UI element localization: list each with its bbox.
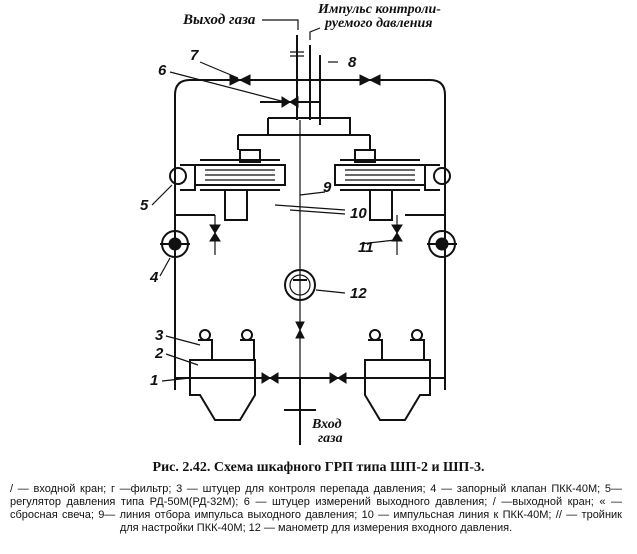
left-outlet-riser xyxy=(174,79,191,150)
label-impulse-1: Импульс контроли- xyxy=(317,2,441,17)
callout-6: 6 xyxy=(158,62,167,79)
shutoff-valve-left xyxy=(160,230,190,258)
filter-right xyxy=(364,329,431,421)
leader-7 xyxy=(199,61,239,79)
right-outlet-riser xyxy=(429,79,446,150)
outlet-flange xyxy=(290,51,304,57)
tee-drops xyxy=(214,215,398,255)
callout-2: 2 xyxy=(154,345,164,362)
callout-1: 1 xyxy=(150,372,158,389)
label-impulse-2: руемого давления xyxy=(324,16,433,31)
impulse-line-10 xyxy=(274,204,346,211)
leader-12 xyxy=(315,289,346,294)
leader-6 xyxy=(169,71,286,103)
grp-schematic: Выход газа Импульс контроли- руемого дав… xyxy=(140,2,457,446)
leader-1 xyxy=(161,377,191,382)
callout-7: 7 xyxy=(190,47,199,64)
manifold-drops xyxy=(237,135,371,150)
callout-10: 10 xyxy=(350,205,367,222)
inlet-valve-center-left-icon xyxy=(261,372,279,384)
label-gas-in-1: Вход xyxy=(311,417,342,432)
callout-9: 9 xyxy=(323,179,332,196)
regulator-left xyxy=(169,149,286,221)
manometer xyxy=(284,269,316,301)
regulator-manifold xyxy=(267,117,351,135)
outlet-valve-left-icon xyxy=(229,74,251,86)
callout-3: 3 xyxy=(155,327,164,344)
figure-legend: / — входной кран; г —фильтр; 3 — штуцер … xyxy=(10,483,622,534)
inlet-valve-center-icon xyxy=(329,372,347,384)
leader-3 xyxy=(165,335,201,346)
leader-4 xyxy=(159,257,171,277)
filter-left xyxy=(189,329,256,421)
figure-caption: Рис. 2.42. Схема шкафного ГРП типа ШП-2 … xyxy=(152,460,485,475)
callout-5: 5 xyxy=(140,197,149,214)
leader-gas-out xyxy=(262,19,299,30)
callout-4: 4 xyxy=(149,269,159,286)
label-gas-out: Выход газа xyxy=(182,12,256,28)
callout-12: 12 xyxy=(350,285,367,302)
leader-5 xyxy=(151,184,173,206)
callout-8: 8 xyxy=(348,54,357,71)
regulator-right xyxy=(334,149,451,221)
callout-11: 11 xyxy=(358,239,374,256)
outlet-valve-right-icon xyxy=(359,74,381,86)
manometer-valve-icon xyxy=(295,321,305,339)
label-gas-in-2: газа xyxy=(318,431,343,446)
leader-11 xyxy=(359,239,396,245)
leader-2 xyxy=(165,353,199,366)
leader-impulse xyxy=(309,27,321,40)
shutoff-valve-right xyxy=(427,230,457,258)
leader-10 xyxy=(289,209,346,215)
leader-9 xyxy=(299,191,326,196)
